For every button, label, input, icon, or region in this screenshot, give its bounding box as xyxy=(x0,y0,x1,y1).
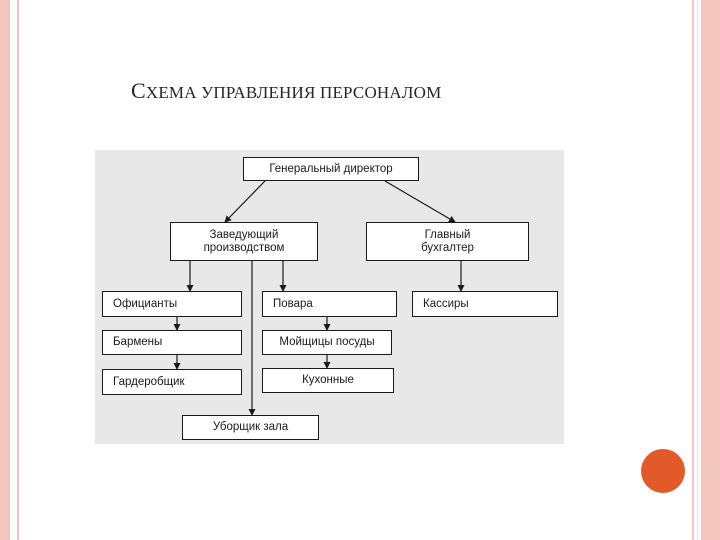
box-cooks: Повара xyxy=(262,291,397,317)
org-chart-connectors xyxy=(173,180,465,416)
box-bartenders: Бармены xyxy=(102,330,242,355)
slide-title-rest: ХЕМА УПРАВЛЕНИЯ ПЕРСОНАЛОМ xyxy=(145,83,442,102)
box-waiters: Официанты xyxy=(102,291,242,317)
box-hall-cleaner: Уборщик зала xyxy=(182,415,319,440)
slide-title: СХЕМА УПРАВЛЕНИЯ ПЕРСОНАЛОМ xyxy=(131,78,441,104)
slide-border-right xyxy=(701,0,720,540)
box-cloakroom: Гардеробщик xyxy=(102,369,242,395)
connector-director-production xyxy=(224,180,266,223)
slide-title-initial: С xyxy=(131,78,146,103)
box-production-manager: Заведующий производством xyxy=(170,222,318,261)
slide-border-right-line xyxy=(692,0,694,540)
slide-border-left xyxy=(0,0,10,540)
box-dishwashers: Мойщицы посуды xyxy=(262,330,392,355)
box-kitchen-staff: Кухонные xyxy=(262,368,394,393)
connector-director-accountant xyxy=(384,180,456,223)
box-general-director: Генеральный директор xyxy=(243,157,419,181)
box-cashiers: Кассиры xyxy=(412,291,558,317)
box-chief-accountant: Главный бухгалтер xyxy=(366,222,529,261)
slide-border-right-line-inner xyxy=(697,0,698,540)
slide-border-left-line xyxy=(17,0,19,540)
org-chart: Генеральный директор Заведующий производ… xyxy=(95,150,564,444)
decorative-orange-circle xyxy=(641,449,685,493)
